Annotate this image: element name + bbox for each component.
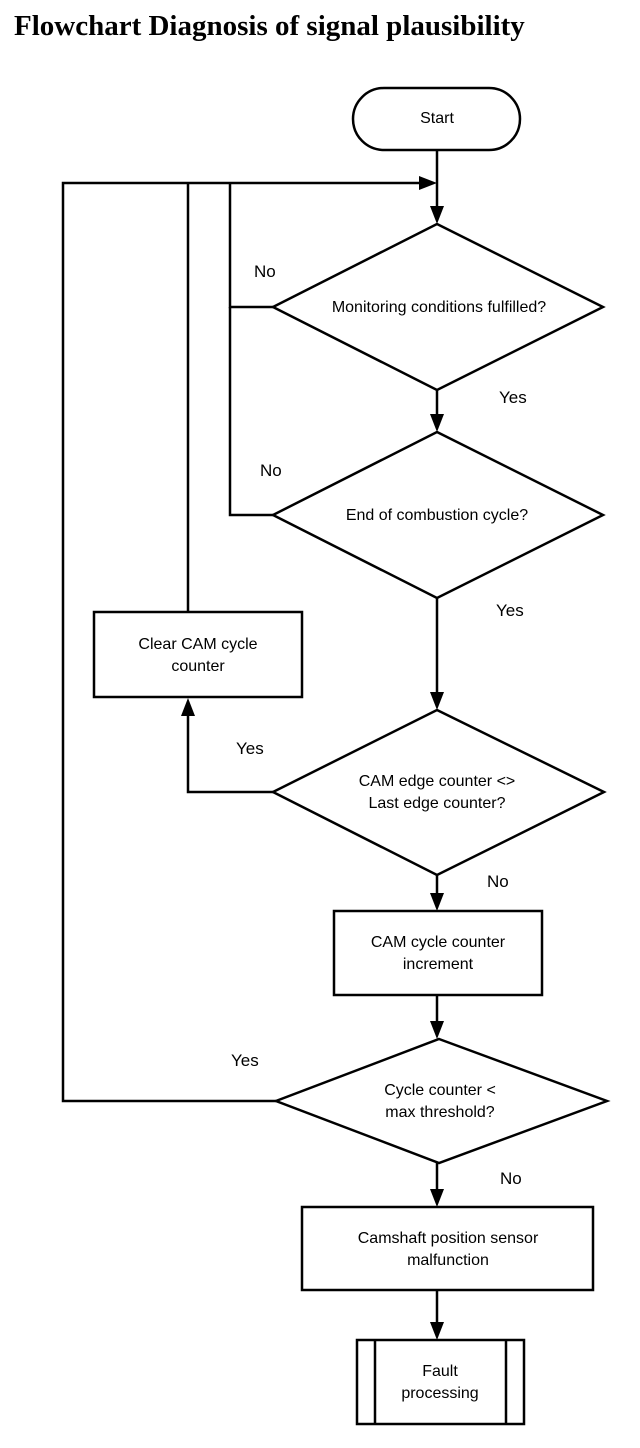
combustion-yes-label: Yes [496,601,524,620]
combustion-label: End of combustion cycle? [346,507,528,524]
start-label: Start [420,110,454,127]
monitoring-decision [270,222,606,392]
branch-labels: No Yes No Yes Yes No Yes No [231,262,527,1188]
edge-yes-label: Yes [236,739,264,758]
arrowheads [181,176,444,1340]
increment-label-line2: increment [403,956,474,973]
fault-label-line1: Fault [422,1363,458,1380]
edge-label-line1: CAM edge counter <> [359,773,516,790]
start-terminal [351,86,522,152]
arrowhead-to-combustion [430,414,444,432]
loop-monitoring-no [228,183,273,309]
combustion-decision [270,430,606,600]
loop-edge-yes [186,712,273,794]
monitoring-label: Monitoring conditions fulfilled? [332,299,546,316]
malfunction-process [300,1205,595,1292]
loop-threshold-yes [61,181,422,1103]
edge-no-label: No [487,872,509,891]
monitoring-yes-label: Yes [499,388,527,407]
edge-label-line2: Last edge counter? [369,795,506,812]
clear-counter-label-line1: Clear CAM cycle [138,636,257,653]
connectors [61,150,439,1326]
clear-counter-process [92,610,304,699]
loop-combustion-no [228,307,273,517]
threshold-label-line2: max threshold? [385,1104,494,1121]
arrowhead-to-edge [430,692,444,710]
arrowhead-to-clear-counter [181,698,195,716]
fault-label-line2: processing [401,1385,478,1402]
increment-process [332,909,544,997]
threshold-yes-label: Yes [231,1051,259,1070]
threshold-decision [272,1037,611,1165]
clear-counter-label-line2: counter [171,658,225,675]
threshold-no-label: No [500,1169,522,1188]
page-title: Flowchart Diagnosis of signal plausibili… [14,10,525,42]
monitoring-no-label: No [254,262,276,281]
fault-subprocess [355,1338,526,1426]
arrowhead-to-increment [430,893,444,911]
malfunction-label-line2: malfunction [407,1252,489,1269]
arrowhead-merge [419,176,437,190]
increment-label-line1: CAM cycle counter [371,934,506,951]
arrowhead-to-fault [430,1322,444,1340]
malfunction-label-line1: Camshaft position sensor [358,1230,539,1247]
node-texts: Start Monitoring conditions fulfilled? E… [138,110,546,1402]
arrowhead-to-threshold [430,1021,444,1039]
shapes [92,86,611,1426]
edge-decision [270,708,607,877]
arrowhead-to-malfunction [430,1189,444,1207]
arrowhead-to-monitoring [430,206,444,224]
threshold-label-line1: Cycle counter < [384,1082,496,1099]
combustion-no-label: No [260,461,282,480]
